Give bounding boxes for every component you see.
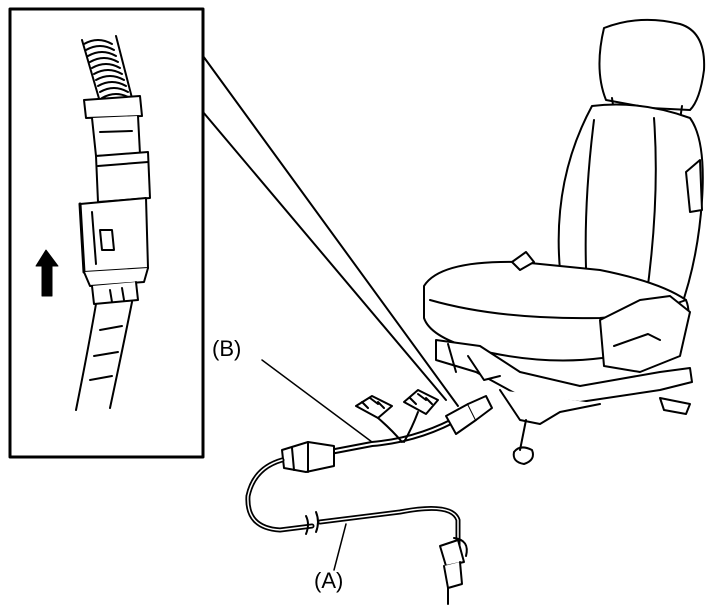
backrest xyxy=(557,103,704,311)
up-arrow-icon xyxy=(35,249,59,297)
label-b: (B) xyxy=(212,336,241,361)
branch-connector-2 xyxy=(403,389,439,415)
label-b-group: (B) xyxy=(212,336,373,443)
callout-lines xyxy=(202,55,459,407)
seat-rail xyxy=(435,339,693,403)
seat xyxy=(423,18,706,465)
connector-lower xyxy=(78,197,149,305)
label-a: (A) xyxy=(314,568,343,593)
branch-connector-1 xyxy=(355,395,393,419)
inset-detail xyxy=(8,7,205,459)
headrest xyxy=(598,18,706,111)
label-a-group: (A) xyxy=(314,523,347,593)
harness-lower xyxy=(75,301,133,411)
connector-upper xyxy=(83,95,151,203)
wire-a xyxy=(305,505,468,605)
corrugated-tube xyxy=(81,35,133,103)
end-connector xyxy=(439,539,465,567)
wire-harness-b xyxy=(245,389,493,533)
